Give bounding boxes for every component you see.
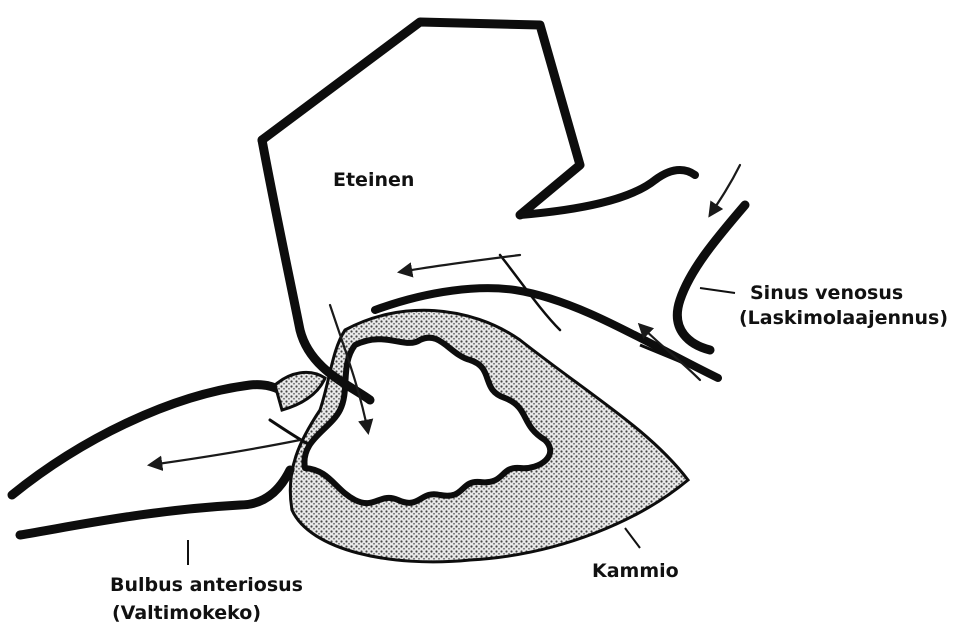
label-sinus-venosus: Sinus venosus (750, 282, 903, 304)
label-ventricle: Kammio (592, 560, 679, 582)
bulbus-valve (275, 372, 325, 410)
sinus-curved-wall (677, 205, 745, 350)
flow-arrow-to-atrium (400, 255, 520, 272)
atrium-outer-wall (262, 22, 580, 215)
flow-arrow-to-bulbus (150, 440, 300, 465)
label-bulbus-arteriosus: Bulbus anteriosus (110, 574, 303, 596)
ventricle-leader-line (625, 528, 640, 548)
ventricle (290, 310, 688, 562)
bulbus-lower-wall (20, 470, 290, 535)
sinus-leader-line (700, 288, 735, 293)
bulbus-upper-wall (12, 385, 290, 495)
label-bulbus-arteriosus-fi: (Valtimokeko) (112, 602, 261, 624)
flow-arrow-sinus-in-top (710, 165, 740, 215)
label-sinus-venosus-fi: (Laskimolaajennus) (739, 307, 948, 329)
label-atrium: Eteinen (333, 169, 414, 191)
bulbus-arteriosus (12, 372, 325, 535)
flow-arrow-sinus-in-bottom (640, 325, 700, 380)
